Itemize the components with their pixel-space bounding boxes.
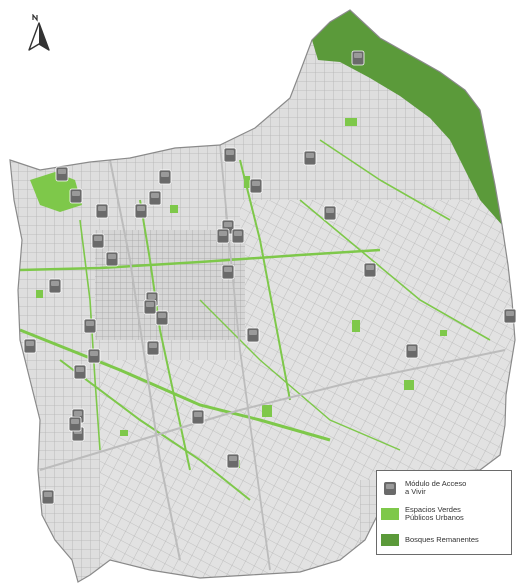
module-icon: [246, 327, 260, 343]
green-park: [170, 205, 178, 213]
module-icon: [231, 228, 245, 244]
module-icon: [143, 299, 157, 315]
green-corridor: [79, 219, 101, 451]
green-corridor: [299, 199, 491, 341]
downtown-grid: [95, 230, 245, 340]
green-corridor: [319, 139, 451, 221]
legend-label-module: Módulo de Acceso a Vivir: [405, 478, 467, 496]
remnant-swatch: [381, 534, 399, 546]
green-park: [30, 172, 82, 212]
module-icon: [87, 348, 101, 364]
green-park: [262, 405, 272, 417]
module-icon: [223, 147, 237, 163]
modules-layer: [23, 50, 517, 505]
module-icon: [69, 188, 83, 204]
green-corridor: [59, 359, 251, 501]
legend-item-remnant: Bosques Remanentes: [381, 527, 507, 553]
module-icon: [384, 482, 396, 495]
module-icon: [191, 409, 205, 425]
avenue: [39, 349, 506, 471]
green-swatch: [381, 508, 399, 520]
urban-area-south: [100, 360, 360, 580]
module-icon: [95, 203, 109, 219]
green-park: [120, 430, 128, 436]
module-icon: [303, 150, 317, 166]
green-corridor: [199, 299, 401, 451]
module-icon: [23, 338, 37, 354]
green-corridor: [239, 159, 291, 401]
module-icon: [249, 178, 263, 194]
green-park: [404, 380, 414, 390]
module-icon: [226, 453, 240, 469]
green-corridor: [19, 328, 331, 442]
module-icon: [134, 203, 148, 219]
module-icon: [216, 228, 230, 244]
green-corridor: [139, 199, 191, 471]
legend-label-remnant: Bosques Remanentes: [405, 534, 479, 544]
avenue: [219, 144, 271, 571]
green-park: [352, 320, 360, 332]
module-icon: [155, 310, 169, 326]
legend-label-green: Espacios Verdes Públicos Urbanos: [405, 504, 464, 522]
module-icon: [41, 489, 55, 505]
module-icon: [146, 340, 160, 356]
avenue: [109, 159, 181, 561]
module-icon: [55, 166, 69, 182]
module-icon: [363, 262, 377, 278]
green-park: [36, 290, 43, 298]
module-icon: [221, 264, 235, 280]
north-arrow-icon: [28, 14, 50, 51]
legend-item-green: Espacios Verdes Públicos Urbanos: [381, 501, 507, 527]
module-icon: [503, 308, 517, 324]
module-icon: [351, 50, 365, 66]
module-icon: [91, 233, 105, 249]
module-icon: [105, 251, 119, 267]
green-corridor: [19, 248, 381, 272]
module-icon: [405, 343, 419, 359]
module-icon: [323, 205, 337, 221]
legend-item-module: Módulo de Acceso a Vivir: [381, 475, 507, 501]
module-icon: [148, 190, 162, 206]
legend: Módulo de Acceso a Vivir Espacios Verdes…: [376, 470, 512, 555]
green-park: [440, 330, 447, 336]
module-icon: [73, 364, 87, 380]
module-icon: [68, 416, 82, 432]
green-park: [345, 118, 357, 126]
module-icon: [158, 169, 172, 185]
module-icon: [48, 278, 62, 294]
green-park: [244, 176, 250, 188]
module-icon: [83, 318, 97, 334]
